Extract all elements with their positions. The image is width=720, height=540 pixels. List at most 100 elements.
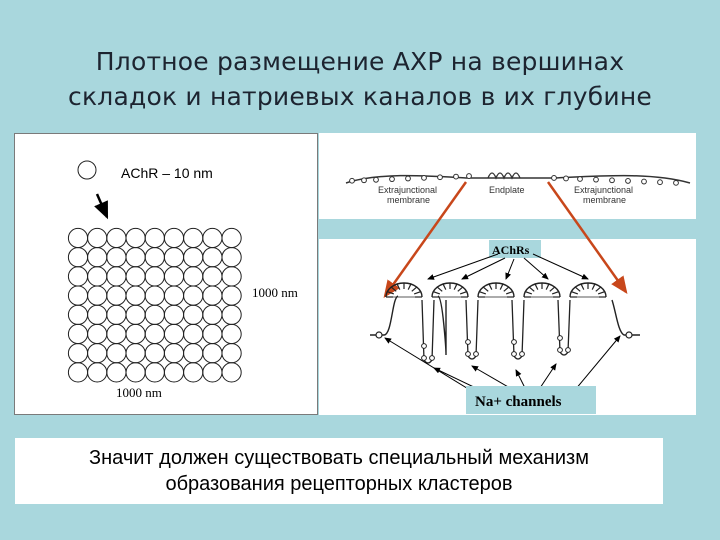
receptor-circle bbox=[183, 304, 204, 325]
receptor-circle bbox=[183, 247, 204, 268]
receptor-circle bbox=[67, 323, 89, 345]
membrane-bead bbox=[593, 176, 599, 183]
membrane-bead bbox=[421, 174, 427, 181]
receptor-circle bbox=[202, 285, 223, 306]
grid-side-label: 1000 nm bbox=[252, 285, 298, 300]
receptor-circle bbox=[221, 285, 242, 306]
receptor-circle bbox=[202, 343, 223, 364]
membrane-bead bbox=[657, 179, 663, 186]
receptor-spike bbox=[390, 286, 397, 292]
na-channel-dot bbox=[511, 339, 517, 345]
receptor-circle bbox=[144, 362, 165, 383]
receptor-circle bbox=[106, 266, 127, 287]
receptor-spike bbox=[396, 283, 401, 290]
membrane-bead bbox=[577, 176, 583, 182]
receptor-circle bbox=[221, 362, 242, 383]
receptor-circle bbox=[221, 304, 242, 325]
receptor-circle bbox=[144, 227, 165, 249]
membrane-bead bbox=[641, 178, 647, 185]
fold-cleft bbox=[421, 299, 435, 364]
receptor-spike bbox=[433, 291, 441, 295]
receptor-circle bbox=[87, 304, 108, 325]
receptor-spike bbox=[482, 286, 489, 292]
receptor-circle bbox=[67, 285, 89, 306]
receptor-circle bbox=[163, 266, 185, 287]
receptor-circle bbox=[125, 285, 146, 306]
na-channel-dot bbox=[519, 351, 525, 357]
na-channel-dot bbox=[465, 339, 471, 345]
receptor-spike bbox=[459, 291, 467, 295]
membrane-bead bbox=[349, 177, 355, 184]
receptor-spike bbox=[580, 283, 585, 290]
receptor-circle bbox=[163, 285, 185, 306]
receptor-circle bbox=[163, 362, 185, 383]
membrane-bead bbox=[405, 175, 411, 182]
zoom-arrow-right bbox=[546, 181, 628, 295]
membrane-bead bbox=[551, 175, 557, 181]
receptor-spike bbox=[571, 291, 579, 295]
na-channels-label-box bbox=[466, 386, 596, 414]
receptor-circle bbox=[202, 362, 223, 383]
receptor-circle bbox=[106, 227, 127, 249]
grid-bottom-label: 1000 nm bbox=[116, 385, 162, 400]
receptor-circle bbox=[106, 343, 127, 364]
receptor-spike bbox=[457, 286, 464, 292]
receptor-circle bbox=[144, 343, 165, 364]
junctional-folds bbox=[370, 282, 640, 364]
receptor-spike bbox=[551, 291, 559, 295]
membrane-bead bbox=[453, 173, 459, 180]
receptor-spike bbox=[534, 283, 539, 290]
receptor-circle bbox=[163, 343, 185, 364]
receptor-grid bbox=[67, 227, 242, 383]
receptor-circle bbox=[125, 266, 146, 287]
na-channel-dot bbox=[421, 343, 427, 349]
receptor-circle bbox=[144, 323, 165, 345]
receptor-circle bbox=[67, 247, 89, 268]
receptor-circle bbox=[87, 266, 108, 287]
receptor-circle bbox=[202, 266, 223, 287]
title-line-2: складок и натриевых каналов в их глубине bbox=[68, 82, 652, 111]
achrs-arrows bbox=[427, 253, 589, 280]
receptor-circle bbox=[87, 285, 108, 306]
extrajunctional-left-1: Extrajunctional bbox=[378, 185, 437, 195]
receptor-circle bbox=[144, 285, 165, 306]
fold-cleft bbox=[465, 299, 479, 360]
receptor-circle bbox=[163, 323, 185, 345]
achrs-label-box bbox=[489, 240, 541, 258]
receptor-spike bbox=[488, 283, 493, 290]
receptor-circle bbox=[125, 362, 146, 383]
receptor-circle bbox=[67, 227, 89, 249]
receptor-circle bbox=[87, 362, 108, 383]
endplate-folds bbox=[487, 172, 521, 180]
receptor-circle bbox=[163, 304, 185, 325]
membrane-overview: Extrajunctional membrane Endplate Extraj… bbox=[345, 172, 691, 205]
receptor-circle bbox=[125, 304, 146, 325]
fold-cleft bbox=[511, 299, 525, 360]
receptor-circle bbox=[125, 323, 146, 345]
receptor-circle bbox=[221, 266, 242, 287]
receptor-circle bbox=[221, 323, 242, 345]
endplate-label: Endplate bbox=[489, 185, 525, 195]
membrane-beads bbox=[349, 173, 679, 186]
conclusion-line-1: Значит должен существовать специальный м… bbox=[89, 447, 589, 469]
pointer-arrow bbox=[94, 193, 109, 220]
receptor-spike bbox=[591, 283, 596, 290]
receptor-circle bbox=[221, 227, 242, 249]
receptor-circle bbox=[106, 285, 127, 306]
receptor-spike bbox=[574, 286, 581, 292]
membrane-bead bbox=[673, 179, 679, 186]
receptor-spike bbox=[595, 286, 602, 292]
na-channel-dot bbox=[565, 347, 571, 353]
fold-caps bbox=[385, 282, 607, 298]
na-channel-dot bbox=[511, 351, 517, 357]
receptor-circle bbox=[183, 343, 204, 364]
receptor-circle bbox=[67, 266, 89, 287]
conclusion-line-2: образования рецепторных кластеров bbox=[165, 473, 513, 495]
receptor-circle bbox=[87, 343, 108, 364]
receptor-circle bbox=[87, 323, 108, 345]
na-channel-dot bbox=[429, 355, 435, 361]
receptor-circle bbox=[106, 304, 127, 325]
receptor-spike bbox=[407, 283, 412, 290]
membrane-bead bbox=[361, 177, 367, 184]
